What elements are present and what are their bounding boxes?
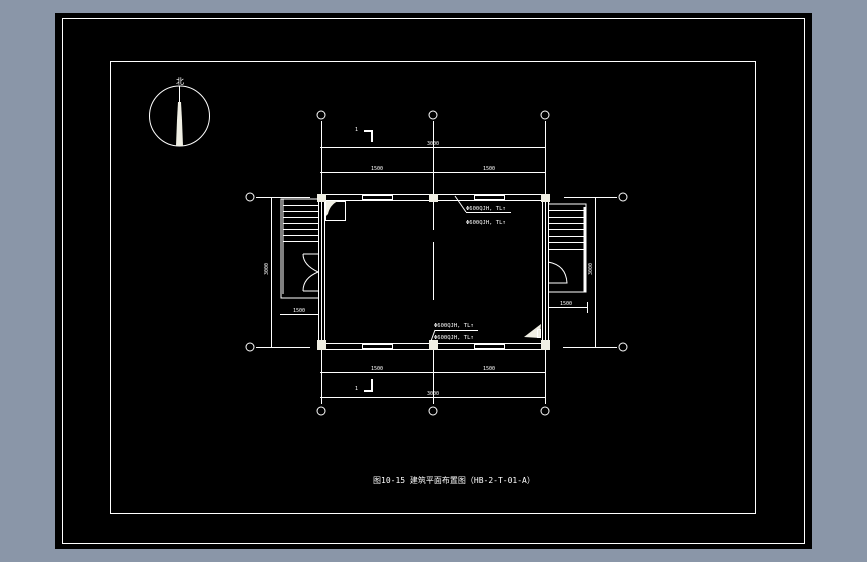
- section-label-top: 1: [355, 127, 358, 133]
- north-label: 北: [176, 77, 184, 86]
- north-arrow-icon: 北: [149, 77, 210, 147]
- right-stair: [547, 203, 587, 293]
- dim-left-height: 3000: [264, 263, 270, 275]
- annotation-bottom-2: Φ600QJH, TL↑: [434, 335, 474, 341]
- dimension-lines: [271, 147, 596, 398]
- dim-right-stair: 1500: [560, 301, 572, 307]
- annotation-top-2: Φ600QJH, TL↑: [466, 220, 506, 226]
- leader-lines: [430, 195, 511, 342]
- left-stair: [280, 198, 319, 299]
- annotation-top-1: Φ600QJH, TL↑: [466, 206, 506, 212]
- inner-frame: [110, 61, 756, 514]
- section-mark-bottom: [364, 379, 373, 392]
- drawing-title: 图10-15 建筑平面布置图（HB-2-T-01-A）: [373, 475, 535, 485]
- corner-equipment: [325, 201, 541, 338]
- columns: [317, 194, 550, 350]
- dim-total-bottom: 3000: [427, 391, 439, 397]
- dim-right-height: 3000: [588, 263, 594, 275]
- dim-bay-right-top: 1500: [483, 166, 495, 172]
- axis-bubbles: [245, 110, 628, 416]
- dim-total-top: 3000: [427, 141, 439, 147]
- section-mark-top: [364, 130, 373, 142]
- dim-bay-right-bottom: 1500: [483, 366, 495, 372]
- annotation-bottom-1: Φ600QJH, TL↑: [434, 323, 474, 329]
- dim-bay-left-top: 1500: [371, 166, 383, 172]
- section-label-bottom: 1: [355, 386, 358, 392]
- dim-left-stair: 1500: [293, 308, 305, 314]
- outer-frame: [62, 18, 805, 544]
- dim-bay-left-bottom: 1500: [371, 366, 383, 372]
